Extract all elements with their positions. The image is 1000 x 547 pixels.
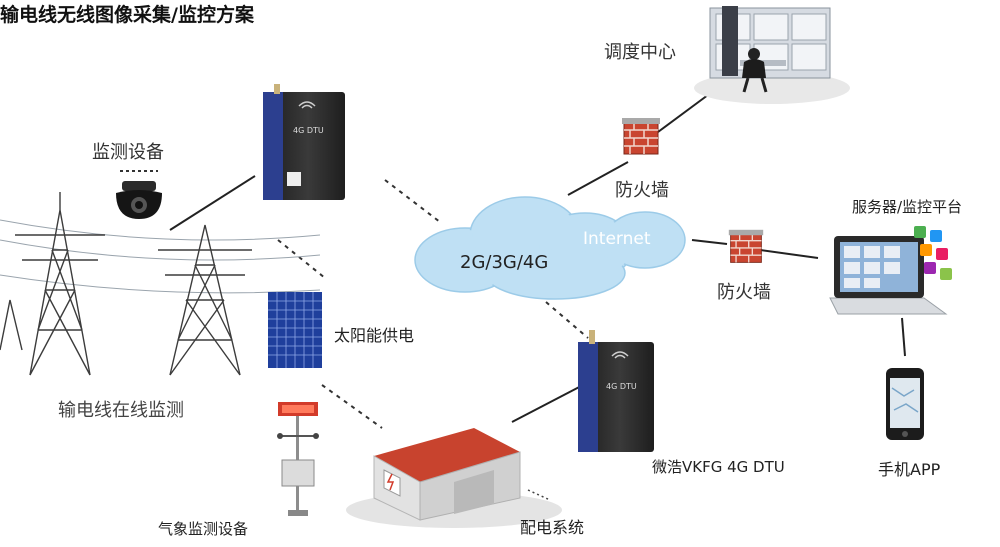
link-firewall-dispatch (657, 91, 713, 133)
dtu-bottom-device: 4G DTU (578, 342, 654, 452)
dome-camera-icon (116, 170, 162, 219)
link-weather-house (321, 384, 383, 429)
antenna-connector-icon (589, 330, 595, 344)
wifi-icon (298, 101, 316, 109)
weather-station-icon (277, 402, 319, 516)
laptop-tablet-icon (829, 226, 952, 315)
dtu-top-model: 4G DTU (293, 126, 324, 135)
dtu-bottom-stripe (578, 342, 598, 452)
solar-power-label: 太阳能供电 (334, 326, 415, 345)
mobile-app-label: 手机APP (878, 460, 941, 479)
firewall-top-icon (622, 118, 660, 155)
dtu-bottom-model: 4G DTU (606, 382, 637, 391)
link-house-label (527, 489, 551, 501)
dtu-caption-label: 微浩VKFG 4G DTU (652, 458, 785, 476)
link-cloud-dtu-bottom (545, 301, 589, 339)
link-cloud-firewall-top (567, 161, 629, 196)
link-tower-solar (277, 239, 326, 279)
smartphone-icon (886, 368, 924, 440)
dispatch-center-label: 调度中心 (604, 42, 676, 63)
dtu-top-device: 4G DTU (263, 92, 345, 200)
monitoring-device-label: 监测设备 (92, 142, 164, 163)
network-cloud (414, 196, 686, 300)
cloud-network-label: 2G/3G/4G (460, 252, 549, 273)
weather-device-label: 气象监测设备 (158, 520, 249, 538)
diagram-title: 输电线无线图像采集/监控方案 (0, 4, 254, 26)
internet-label: Internet (583, 229, 651, 249)
firewall-right-icon (728, 229, 764, 263)
solar-panel-icon (268, 292, 322, 368)
transmission-towers-illustration (0, 192, 320, 376)
link-internet-firewall (691, 239, 728, 245)
link-dtu-cloud (384, 179, 441, 223)
link-server-phone (901, 317, 906, 357)
server-platform-label: 服务器/监控平台 (852, 198, 963, 216)
link-firewall-server (759, 249, 819, 259)
distribution-system-label: 配电系统 (520, 518, 585, 537)
dtu-top-stripe (263, 92, 283, 200)
antenna-connector-icon (274, 84, 280, 94)
dispatch-center-illustration (694, 6, 850, 104)
line-monitoring-label: 输电线在线监测 (58, 400, 184, 421)
qr-code-icon (287, 172, 301, 186)
firewall-right-label: 防火墙 (717, 282, 771, 303)
link-house-dtu (511, 383, 586, 423)
link-camera-dtu (169, 175, 256, 231)
firewall-top-label: 防火墙 (615, 180, 669, 201)
distribution-house-illustration (346, 428, 562, 528)
wifi-icon (611, 351, 629, 359)
